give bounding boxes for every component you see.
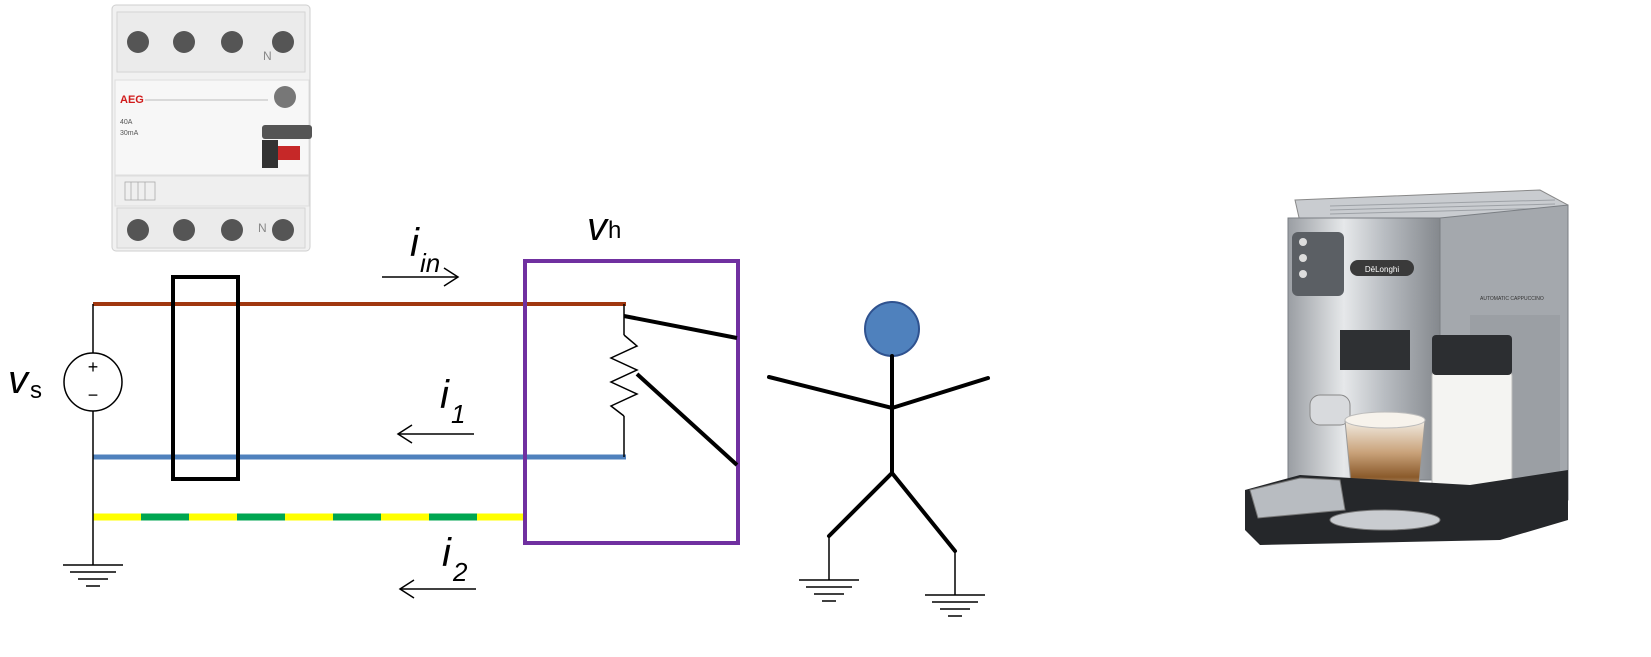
- source-plus-sign: +: [88, 357, 99, 377]
- i2-subscript: 2: [452, 557, 468, 587]
- ground-icon-source: [63, 564, 123, 587]
- ground-icon-right-foot: [925, 594, 985, 617]
- rcd-rating: 40A: [120, 119, 133, 126]
- fault-wire-lower: [635, 372, 739, 467]
- rcd-neutral-bottom: N: [258, 221, 267, 235]
- terminal-screw-icon: [173, 219, 195, 241]
- terminal-screw-icon: [221, 31, 243, 53]
- terminal-screw-icon: [221, 219, 243, 241]
- fault-wire-upper: [623, 314, 738, 340]
- terminal-screw-icon: [272, 31, 294, 53]
- arrow-left-icon: [396, 424, 413, 444]
- arrow-right-icon: [443, 267, 460, 287]
- test-button-icon: [274, 86, 296, 108]
- rcd-toggle-icon: [262, 125, 312, 139]
- ground-icon-left-foot: [799, 579, 859, 602]
- source-minus-sign: −: [88, 385, 99, 405]
- rcd-brand: AEG: [120, 94, 144, 106]
- arrow-left-icon: [398, 579, 415, 599]
- iin-subscript: in: [420, 248, 440, 278]
- coffee-machine-model: AUTOMATIC CAPPUCCINO: [1480, 296, 1544, 302]
- voltage-source: + −: [63, 352, 123, 412]
- person-figure: [767, 301, 990, 595]
- current-2-label-group: i 2: [398, 531, 476, 599]
- iin-label: i: [410, 221, 420, 265]
- vh-subscript: h: [608, 217, 621, 244]
- vh-label: v: [587, 205, 609, 249]
- terminal-screw-icon: [127, 31, 149, 53]
- rcd-device-image: N AEG 40A 30mA N: [111, 4, 312, 252]
- rcd-neutral-top: N: [263, 49, 272, 63]
- rcd-sensitivity: 30mA: [120, 130, 139, 137]
- current-in-label-group: i in: [382, 221, 460, 287]
- appliance-housing: [523, 259, 740, 545]
- terminal-screw-icon: [173, 31, 195, 53]
- i1-subscript: 1: [451, 399, 465, 429]
- terminal-screw-icon: [272, 219, 294, 241]
- heater-resistor: [609, 304, 639, 457]
- i1-label: i: [440, 373, 450, 417]
- current-1-label-group: i 1: [396, 373, 474, 444]
- i2-label: i: [442, 531, 452, 575]
- vs-subscript: s: [30, 377, 42, 404]
- vs-label: v: [8, 358, 30, 402]
- coffee-machine-brand: DēLonghi: [1365, 265, 1399, 274]
- person-head: [864, 301, 920, 357]
- terminal-screw-icon: [127, 219, 149, 241]
- rcd-current-sensor: [171, 275, 240, 481]
- coffee-machine-image: DēLonghi AUTOMATIC CAPPUCCINO: [1245, 189, 1569, 545]
